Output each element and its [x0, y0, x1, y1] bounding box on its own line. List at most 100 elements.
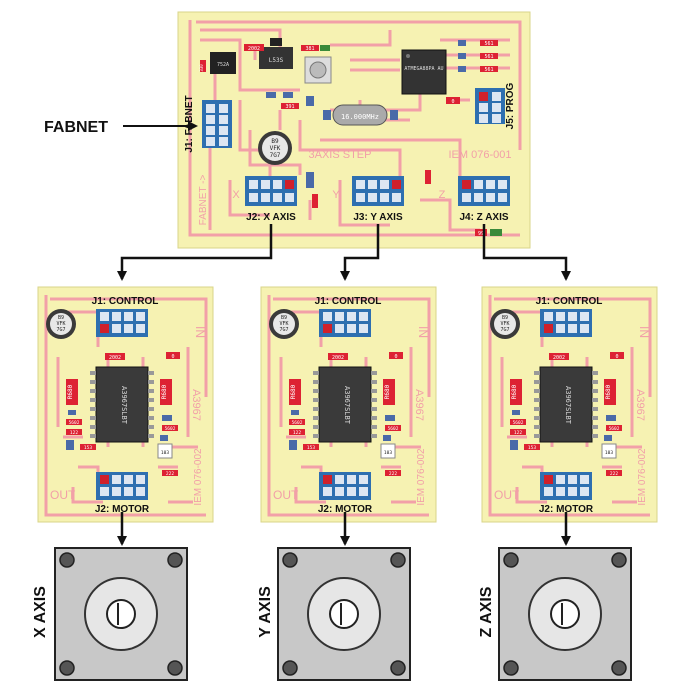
y-axis-label: Y AXIS — [257, 586, 274, 638]
header-pin — [568, 475, 577, 484]
header-pin — [568, 324, 577, 333]
header-pin — [124, 312, 133, 321]
cap-small-2 — [289, 440, 297, 450]
res-561-label-2: 561 — [484, 54, 493, 60]
res-330 — [200, 60, 206, 72]
header-pin — [580, 312, 589, 321]
in-silk: IN — [416, 326, 430, 338]
cap-small-4 — [160, 435, 168, 441]
header-pin — [112, 487, 121, 496]
chip-pin — [592, 371, 598, 375]
in-silk: IN — [193, 326, 207, 338]
chip-pin — [592, 380, 598, 384]
electrolytic-cap-top — [50, 313, 72, 335]
j5-prog-header — [475, 88, 505, 124]
res-103-label: 103 — [161, 450, 169, 456]
header-pin — [136, 312, 145, 321]
mount-hole — [503, 552, 519, 568]
chip-pin — [592, 425, 598, 429]
cap-small-3 — [606, 415, 616, 421]
chip-pin — [313, 380, 319, 384]
main-title-silk: 3AXIS STEP — [309, 149, 372, 161]
eeprom-chip — [210, 52, 236, 74]
res-222 — [385, 470, 401, 476]
z-connector-arrow — [482, 224, 571, 281]
header-pin — [335, 487, 344, 496]
out-silk: OUT — [50, 488, 76, 502]
x-axis-label: X AXIS — [32, 586, 49, 638]
chip-label: A3967SLBT — [120, 386, 128, 425]
res-0 — [166, 352, 180, 359]
header-pin — [556, 312, 565, 321]
r-sense-left-label: R680 — [511, 384, 518, 399]
header-pin — [100, 324, 109, 333]
res-381-label: 381 — [305, 46, 314, 52]
res-222-label: 222 — [610, 471, 618, 477]
res-391-label: 391 — [285, 104, 294, 110]
j1-control-label: J1: CONTROL — [92, 296, 159, 307]
regulator-chip — [259, 47, 293, 69]
cap-2 — [283, 92, 293, 98]
cap-small-2 — [510, 440, 518, 450]
fabnet-arrow-silk: FABNET -> — [198, 175, 209, 226]
j3-y-axis-header — [352, 176, 404, 206]
in-silk: IN — [637, 326, 651, 338]
header-pin — [580, 475, 589, 484]
res-222 — [606, 470, 622, 476]
mount-hole — [167, 660, 183, 676]
chip-pin — [90, 389, 96, 393]
res-122 — [66, 429, 82, 435]
cap-text: VFK — [279, 321, 288, 327]
mount-hole — [611, 660, 627, 676]
res-391 — [281, 103, 299, 109]
chip-pin — [371, 371, 377, 375]
res-381 — [301, 45, 319, 51]
chip-silk: A3967 — [190, 389, 202, 421]
res-0 — [446, 97, 460, 104]
crystal — [332, 104, 388, 126]
chip-pin — [313, 425, 319, 429]
res-2002-label: 2002 — [248, 46, 260, 52]
chip-pin — [592, 434, 598, 438]
header-pin — [556, 324, 565, 333]
res-99-label: 99 — [478, 231, 484, 237]
header-pin — [136, 475, 145, 484]
chip-pin — [90, 407, 96, 411]
main-board-traces — [188, 20, 522, 237]
chip-silk: A3967 — [634, 389, 646, 421]
res-5602-right — [606, 425, 622, 431]
r-sense-right-label: R680 — [384, 384, 391, 399]
res-153-label: 153 — [84, 445, 92, 451]
res-0-label: 0 — [394, 354, 397, 360]
cap-small — [68, 410, 76, 415]
chip-pin — [148, 407, 154, 411]
motor-shaft — [106, 599, 136, 629]
j1-control-label: J1: CONTROL — [315, 296, 382, 307]
res-561-group — [458, 40, 498, 72]
header-pin — [544, 475, 553, 484]
header-pin — [136, 324, 145, 333]
r-sense-right-label: R680 — [605, 384, 612, 399]
chip-label: A3967SLBT — [564, 386, 572, 425]
chip-pin — [313, 416, 319, 420]
res-122-label: 122 — [293, 430, 301, 436]
cap-1 — [266, 92, 276, 98]
mount-hole — [503, 660, 519, 676]
header-pin — [335, 312, 344, 321]
cap-text: VFK — [56, 321, 65, 327]
chip-pin — [534, 416, 540, 420]
res-0-label: 0 — [451, 99, 454, 105]
chip-pin — [371, 434, 377, 438]
mount-hole — [59, 660, 75, 676]
chip-pin — [592, 416, 598, 420]
header-pin — [124, 324, 133, 333]
header-pin — [323, 487, 332, 496]
stepper-motor-z — [498, 547, 632, 681]
stepper-motor-y — [277, 547, 411, 681]
res-5602 — [510, 419, 526, 425]
res-222 — [162, 470, 178, 476]
res-103-label: 103 — [384, 450, 392, 456]
header-pin — [100, 487, 109, 496]
